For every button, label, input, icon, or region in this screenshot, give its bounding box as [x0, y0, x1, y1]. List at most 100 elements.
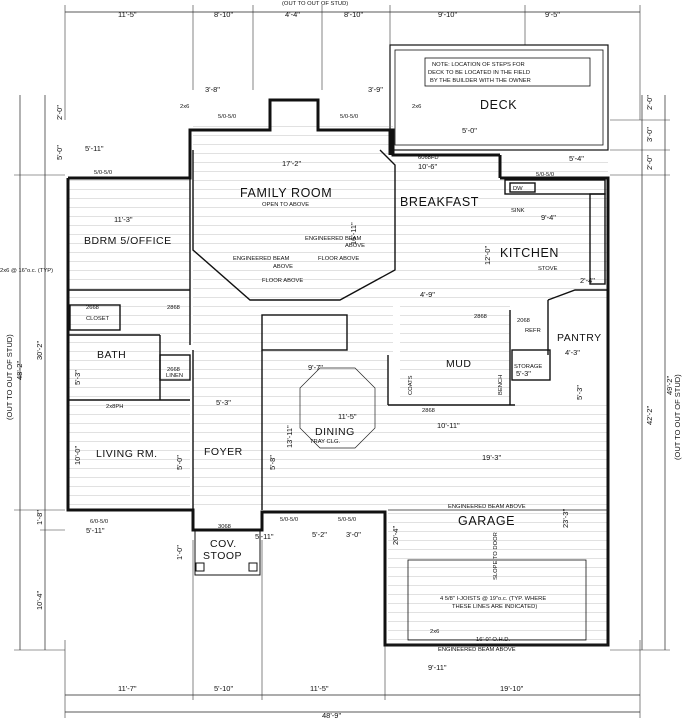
dim-stoop-1: 1'-0" — [175, 545, 184, 560]
dim-bed-width: 11'-3" — [114, 215, 133, 224]
door-tag-mud: 2868 — [474, 314, 487, 320]
dim-bottom-1: 11'-7" — [118, 684, 137, 693]
opening-tags: 5/0-5/0 5/0-5/0 5/0-5/0 5/0-5/0 6068FD 6… — [86, 114, 554, 530]
stoop-column-right — [248, 562, 258, 572]
room-label-bench: BENCH — [498, 375, 504, 395]
dim-stoop-30: 3'-0" — [346, 530, 361, 539]
room-label-deck: DECK — [480, 98, 517, 112]
window-tag-living: 6/0-5/0 — [90, 519, 108, 525]
garage-beam-note-2: ENGINEERED BEAM ABOVE — [438, 647, 516, 653]
door-tag-closet: 2668 — [86, 305, 99, 311]
joist-note-2: THESE LINES ARE INDICATED) — [452, 604, 537, 610]
deck-note-box — [424, 57, 591, 87]
door-tag-front: 3068 — [218, 524, 231, 530]
deck: NOTE: LOCATION OF STEPS FOR DECK TO BE L… — [389, 44, 609, 151]
room-label-garage: GARAGE — [458, 514, 515, 528]
room-label-closet: CLOSET — [86, 316, 110, 322]
dim-right-total: 49'-2" — [665, 376, 674, 395]
structural-notes: ENGINEERED BEAM ABOVE FLOOR ABOVE ENGINE… — [0, 104, 421, 284]
window-tag-bedroom: 5/0-5/0 — [94, 170, 112, 176]
dim-family-depth: 16'-11" — [349, 222, 358, 245]
beam-note-1: ENGINEERED BEAM — [305, 236, 362, 242]
room-label-foyer: FOYER — [204, 446, 243, 458]
room-label-family: FAMILY ROOM — [240, 186, 332, 200]
dim-right-42: 42'-2" — [645, 406, 654, 425]
beam-note-2: ENGINEERED BEAM — [233, 256, 290, 262]
room-label-stoop-1: COV. — [210, 538, 237, 550]
dim-top-6: 9'-5" — [545, 10, 560, 19]
deck-note-line-1: NOTE: LOCATION OF STEPS FOR — [432, 62, 525, 68]
top-header: (OUT TO OUT OF STUD) — [282, 1, 348, 7]
room-label-sink: SINK — [511, 208, 525, 214]
dim-left-30: 30'-2" — [35, 341, 44, 360]
dim-left-2: 2'-0" — [55, 105, 64, 120]
door-tag-sliding: 6068FD — [418, 155, 439, 161]
room-label-pantry: PANTRY — [557, 332, 602, 344]
dim-kitchen-24: 2'-4" — [580, 276, 595, 285]
floor-above-note-2: FLOOR ABOVE — [262, 278, 303, 284]
interior-dimensions: 17'-2" 16'-11" 3'-8" 3'-9" 10'-6" 12'-0"… — [73, 85, 595, 672]
dim-bfast-93: 4'-9" — [420, 290, 435, 299]
exterior-walls — [66, 98, 610, 647]
top-dimension-string: (OUT TO OUT OF STUD) 11'-5" 8'-10" 4'-4"… — [64, 1, 641, 120]
dim-left-10: 10'-4" — [35, 591, 44, 610]
window-tag-kitchen: 5/0-5/0 — [536, 172, 554, 178]
stoop-column-left — [195, 562, 205, 572]
garage-beam-note: ENGINEERED BEAM ABOVE — [448, 504, 526, 510]
garage-door-label: 16'-0" O.H.D. — [476, 637, 510, 643]
door-tag-bath: 2x8PH — [106, 404, 123, 410]
dim-left-5: 5'-0" — [55, 145, 64, 160]
deck-note-line-3: BY THE BUILDER WITH THE OWNER — [430, 78, 531, 84]
dim-mud-1011: 10'-11" — [437, 421, 460, 430]
dim-bed-511: 5'-11" — [85, 144, 104, 153]
door-tag-garage: 2868 — [422, 408, 435, 414]
dim-top-5: 9'-10" — [438, 10, 457, 19]
right-outline-label: (OUT TO OUT OF STUD) — [673, 374, 682, 460]
dim-breakfast-width: 10'-6" — [418, 162, 437, 171]
dim-right-2: 2'-0" — [645, 95, 654, 110]
room-sub-family: OPEN TO ABOVE — [262, 202, 309, 208]
dim-dining-115: 11'-5" — [338, 412, 357, 421]
window-tag-fr-left: 5/0-5/0 — [218, 114, 236, 120]
room-label-storage: STORAGE — [514, 364, 542, 370]
room-label-linen: LINEN — [166, 373, 183, 379]
room-label-dw: DW — [513, 186, 523, 192]
dim-kitchen-12: 12'-0" — [483, 246, 492, 265]
dim-dining-97: 9'-7" — [308, 363, 323, 372]
dim-fr-38: 3'-8" — [205, 85, 220, 94]
dim-top-4: 8'-10" — [344, 10, 363, 19]
beam-note-1-above: ABOVE — [345, 243, 365, 249]
dim-bottom-total: 48'-9" — [322, 711, 341, 720]
dim-living-10: 10'-0" — [73, 446, 82, 465]
room-label-living: LIVING RM. — [96, 448, 158, 460]
dim-pantry-43: 4'-3" — [565, 348, 580, 357]
dim-deck-5: 5'-0" — [462, 126, 477, 135]
window-tag-dining-2: 5/0-5/0 — [338, 517, 356, 523]
room-label-refr: REFR — [525, 328, 541, 334]
dim-top-3: 4'-4" — [285, 10, 300, 19]
dim-mud-53: 5'-3" — [575, 385, 584, 400]
dim-garage-19: 19'-3" — [482, 453, 501, 462]
stoop: COV. STOOP — [194, 529, 261, 576]
dim-kitchen-94: 9'-4" — [541, 213, 556, 222]
dim-garage-20: 20'-4" — [391, 526, 400, 545]
room-label-kitchen: KITCHEN — [500, 246, 559, 260]
dim-left-total: 48'-2" — [15, 361, 24, 380]
dim-kitchen-54: 5'-4" — [569, 154, 584, 163]
room-label-coats: COATS — [408, 375, 414, 395]
dim-right-3: 3'-0" — [645, 127, 654, 142]
room-label-breakfast: BREAKFAST — [400, 195, 479, 209]
dim-stoop-511-left: 5'-11" — [86, 526, 105, 535]
dim-stoop-52: 5'-2" — [312, 530, 327, 539]
dim-living-5: 5'-0" — [175, 455, 184, 470]
garage-details: ENGINEERED BEAM ABOVE ENGINEERED BEAM AB… — [388, 504, 608, 653]
room-label-stove: STOVE — [538, 266, 558, 272]
window-tag-dining-1: 5/0-5/0 — [280, 517, 298, 523]
deck-note-line-2: DECK TO BE LOCATED IN THE FIELD — [428, 70, 530, 76]
left-outline-label: (OUT TO OUT OF STUD) — [5, 334, 14, 420]
interior-walls — [68, 149, 608, 510]
beam-note-2-above: ABOVE — [273, 264, 293, 270]
garage-2x6: 2x6 — [430, 629, 439, 635]
window-2x6-right: 2x6 — [412, 104, 421, 110]
